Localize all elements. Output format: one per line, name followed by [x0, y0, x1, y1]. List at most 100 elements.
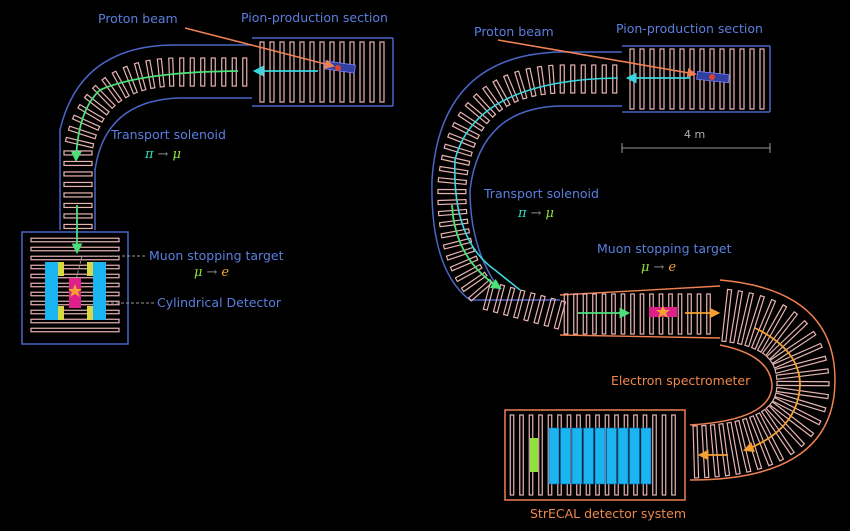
coil: [63, 223, 93, 230]
left-cylindrical-detector-label: Cylindrical Detector: [157, 295, 281, 310]
coil: [538, 414, 543, 496]
coil: [63, 192, 93, 198]
strecal-module: [583, 427, 594, 485]
right-e-symbol: e: [668, 260, 677, 275]
coil: [449, 255, 479, 272]
coil: [502, 74, 520, 104]
left-muon-target-label: Muon stopping target: [149, 248, 284, 263]
coil: [630, 293, 635, 335]
coil: [736, 292, 754, 346]
coil: [30, 273, 120, 279]
coil: [612, 64, 618, 94]
strecal-module: [560, 427, 571, 485]
coil: [451, 121, 481, 140]
coil: [279, 41, 285, 103]
coil: [63, 213, 93, 219]
right-muon-target-label: Muon stopping target: [597, 241, 732, 256]
coil: [379, 41, 385, 103]
coil: [734, 419, 752, 473]
right-st-coils: [563, 293, 711, 335]
coil: [101, 76, 123, 104]
left-arrow2-symbol: →: [206, 265, 218, 280]
coil: [464, 101, 491, 125]
coil: [145, 59, 156, 90]
coil: [629, 48, 635, 110]
coil: [242, 57, 248, 87]
left-e-symbol: e: [221, 265, 230, 280]
right-mu-to-e-label: μ→e: [641, 261, 676, 275]
coil: [309, 41, 315, 103]
right-pi-to-mu-label: π→μ: [518, 207, 554, 221]
coil: [570, 64, 576, 94]
coil: [513, 289, 526, 319]
coil: [652, 414, 657, 496]
coil: [765, 404, 806, 448]
right-pion-curve: [454, 77, 619, 291]
coil: [64, 136, 95, 149]
coil: [514, 70, 528, 100]
coil: [689, 48, 695, 110]
coil: [548, 64, 556, 95]
coil: [706, 293, 711, 335]
coil: [573, 293, 578, 335]
coil: [661, 414, 667, 496]
coil: [749, 48, 755, 110]
coil: [677, 293, 683, 335]
coil: [726, 421, 741, 475]
strecal-label: StrECAL detector system: [530, 506, 687, 521]
coil: [259, 41, 265, 103]
coil: [669, 48, 675, 110]
strecal-front-detector: [530, 438, 538, 472]
coil: [30, 309, 120, 315]
left-transport-solenoid: [59, 44, 252, 230]
scale-label: 4 m: [684, 128, 706, 141]
left-detector-section: [21, 231, 129, 345]
left-cdc-left: [45, 262, 58, 320]
left-muon-arrow-curve: [70, 70, 239, 163]
coil: [776, 380, 830, 387]
coil: [30, 246, 120, 252]
coil: [289, 41, 295, 103]
right-target-section: [559, 285, 721, 339]
coil: [519, 414, 524, 496]
coil: [692, 425, 700, 479]
coil: [30, 318, 120, 324]
coil: [772, 342, 823, 369]
right-mu-symbol: μ: [545, 206, 554, 221]
coil: [63, 150, 93, 156]
strecal-detector-system: [504, 409, 686, 501]
left-ts-coils: [63, 57, 248, 230]
coil: [30, 255, 120, 261]
coil: [709, 424, 720, 478]
coil: [329, 41, 335, 103]
coil: [437, 188, 467, 195]
strecal-modules: [548, 427, 652, 485]
coil: [536, 65, 546, 96]
coil: [761, 310, 799, 357]
coil: [765, 319, 809, 361]
coil: [543, 297, 556, 328]
coil: [319, 41, 325, 103]
coil: [445, 246, 476, 261]
coil: [440, 228, 471, 239]
right-muon-arrow-curve: [451, 204, 502, 290]
coil: [774, 355, 828, 375]
left-pps-coils: [259, 41, 385, 103]
coil: [592, 293, 597, 335]
coil: [639, 48, 645, 110]
left-proton-beam-label: Proton beam: [98, 11, 178, 26]
left-pion-production-label: Pion-production section: [241, 10, 388, 25]
coil: [168, 57, 175, 87]
left-stopping-star-icon: [68, 284, 82, 297]
scale-bar: [621, 143, 771, 153]
left-mu-symbol: μ: [172, 147, 181, 162]
coil: [231, 57, 237, 87]
coil: [30, 237, 120, 243]
strecal-module: [629, 427, 640, 485]
right-arrow-symbol: →: [530, 206, 542, 221]
coil: [71, 114, 101, 132]
left-pion-production-section: [252, 37, 394, 107]
strecal-module: [594, 427, 606, 485]
electron-spectrometer-label: Electron spectrometer: [611, 373, 751, 388]
coil: [759, 48, 765, 110]
